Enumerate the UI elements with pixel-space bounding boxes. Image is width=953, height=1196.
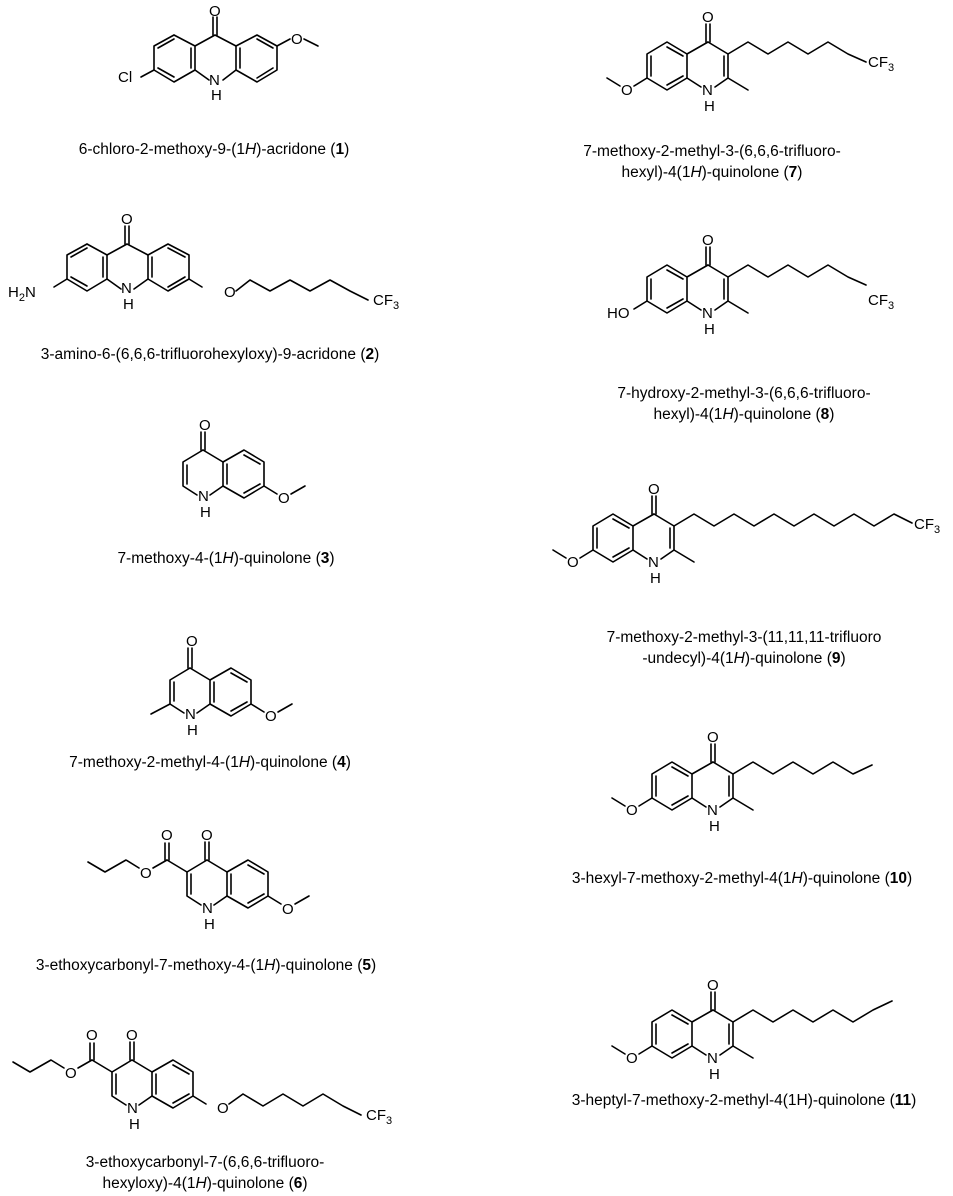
- methoxy-o-9: O: [567, 554, 579, 571]
- caption-7: 7-methoxy-2-methyl-3-(6,6,6-trifluoro-he…: [583, 143, 841, 181]
- structure-1: O H N O Cl: [118, 3, 319, 104]
- nh-4: H: [187, 722, 198, 739]
- carbonyl-oxygen-6: O: [126, 1027, 138, 1044]
- n-6: N: [127, 1100, 138, 1117]
- nh-7: H: [704, 98, 715, 115]
- carbonyl-oxygen-10: O: [707, 729, 719, 746]
- caption-4: 7-methoxy-2-methyl-4-(1H)-quinolone (4): [69, 754, 351, 771]
- structure-5: O O O N H O: [87, 827, 310, 933]
- nh-11: H: [709, 1066, 720, 1083]
- structure-9: O N H O CF3: [552, 481, 940, 587]
- caption-1: 6-chloro-2-methoxy-9-(1H)-acridone (1): [78, 141, 350, 158]
- cf3-7: CF3: [868, 54, 894, 74]
- structure-6: O O O N H O CF3: [12, 1027, 392, 1133]
- methoxy-o-4: O: [265, 708, 277, 725]
- nh-6: H: [129, 1116, 140, 1133]
- caption-8: 7-hydroxy-2-methyl-3-(6,6,6-trifluoro-he…: [617, 385, 871, 423]
- carbonyl-oxygen-2: O: [121, 211, 133, 228]
- structure-7: O N H O CF3: [606, 9, 894, 115]
- carbonyl-oxygen-3: O: [199, 417, 211, 434]
- nh-8: H: [704, 321, 715, 338]
- n-5: N: [202, 900, 213, 917]
- nh-9: H: [650, 570, 661, 587]
- ester-carbonyl-o-5: O: [161, 827, 173, 844]
- ether-o-6: O: [217, 1100, 229, 1117]
- structure-4: O N H O: [150, 633, 293, 739]
- structure-8: O N H HO CF3: [607, 232, 894, 338]
- cf3-9: CF3: [914, 516, 940, 536]
- methoxy-o-3: O: [278, 490, 290, 507]
- cf3-2: CF3: [373, 292, 399, 312]
- nh-10: H: [709, 818, 720, 835]
- ether-o-2: O: [224, 284, 236, 301]
- carbonyl-oxygen-5: O: [201, 827, 213, 844]
- caption-5: 3-ethoxycarbonyl-7-methoxy-4-(1H)-quinol…: [35, 957, 377, 974]
- methoxy-o-1: O: [291, 31, 303, 48]
- caption-2: 3-amino-6-(6,6,6-trifluorohexyloxy)-9-ac…: [40, 346, 380, 363]
- methoxy-o-5: O: [282, 901, 294, 918]
- n-3: N: [198, 488, 209, 505]
- caption-9: 7-methoxy-2-methyl-3-(11,11,11-trifluoro…: [606, 629, 882, 667]
- caption-6: 3-ethoxycarbonyl-7-(6,6,6-trifluoro-hexy…: [85, 1154, 325, 1192]
- n-8: N: [702, 305, 713, 322]
- amine-2: H2N: [8, 284, 36, 304]
- cf3-6: CF3: [366, 1107, 392, 1127]
- carbonyl-oxygen-9: O: [648, 481, 660, 498]
- structure-3: O N H O: [182, 417, 306, 521]
- caption-11: 3-heptyl-7-methoxy-2-methyl-4(1H)-quinol…: [571, 1092, 917, 1109]
- ester-carbonyl-o-6: O: [86, 1027, 98, 1044]
- n-2: N: [121, 280, 132, 297]
- n-10: N: [707, 802, 718, 819]
- nh-5: H: [204, 916, 215, 933]
- structure-11: O N H O: [611, 977, 893, 1083]
- hydroxy-8: HO: [607, 305, 630, 322]
- caption-10: 3-hexyl-7-methoxy-2-methyl-4(1H)-quinolo…: [571, 870, 913, 887]
- carbonyl-oxygen-8: O: [702, 232, 714, 249]
- nh-3: H: [200, 504, 211, 521]
- cf3-8: CF3: [868, 292, 894, 312]
- n-7: N: [702, 82, 713, 99]
- methoxy-o-11: O: [626, 1050, 638, 1067]
- nh-2: H: [123, 296, 134, 313]
- chloro-1: Cl: [118, 69, 132, 86]
- carbonyl-oxygen-11: O: [707, 977, 719, 994]
- carbonyl-oxygen-7: O: [702, 9, 714, 26]
- nh-1: H: [211, 87, 222, 104]
- structure-2: O N H O H2N CF3: [8, 211, 399, 313]
- methoxy-o-10: O: [626, 802, 638, 819]
- carbonyl-oxygen-4: O: [186, 633, 198, 650]
- caption-3: 7-methoxy-4-(1H)-quinolone (3): [117, 550, 335, 567]
- n-1: N: [209, 72, 220, 89]
- ester-o-6: O: [65, 1065, 77, 1082]
- n-4: N: [185, 706, 196, 723]
- methoxy-o-7: O: [621, 82, 633, 99]
- n-9: N: [648, 554, 659, 571]
- carbonyl-oxygen-1: O: [209, 3, 221, 20]
- n-11: N: [707, 1050, 718, 1067]
- ester-o-5: O: [140, 865, 152, 882]
- structure-10: O N H O: [611, 729, 873, 835]
